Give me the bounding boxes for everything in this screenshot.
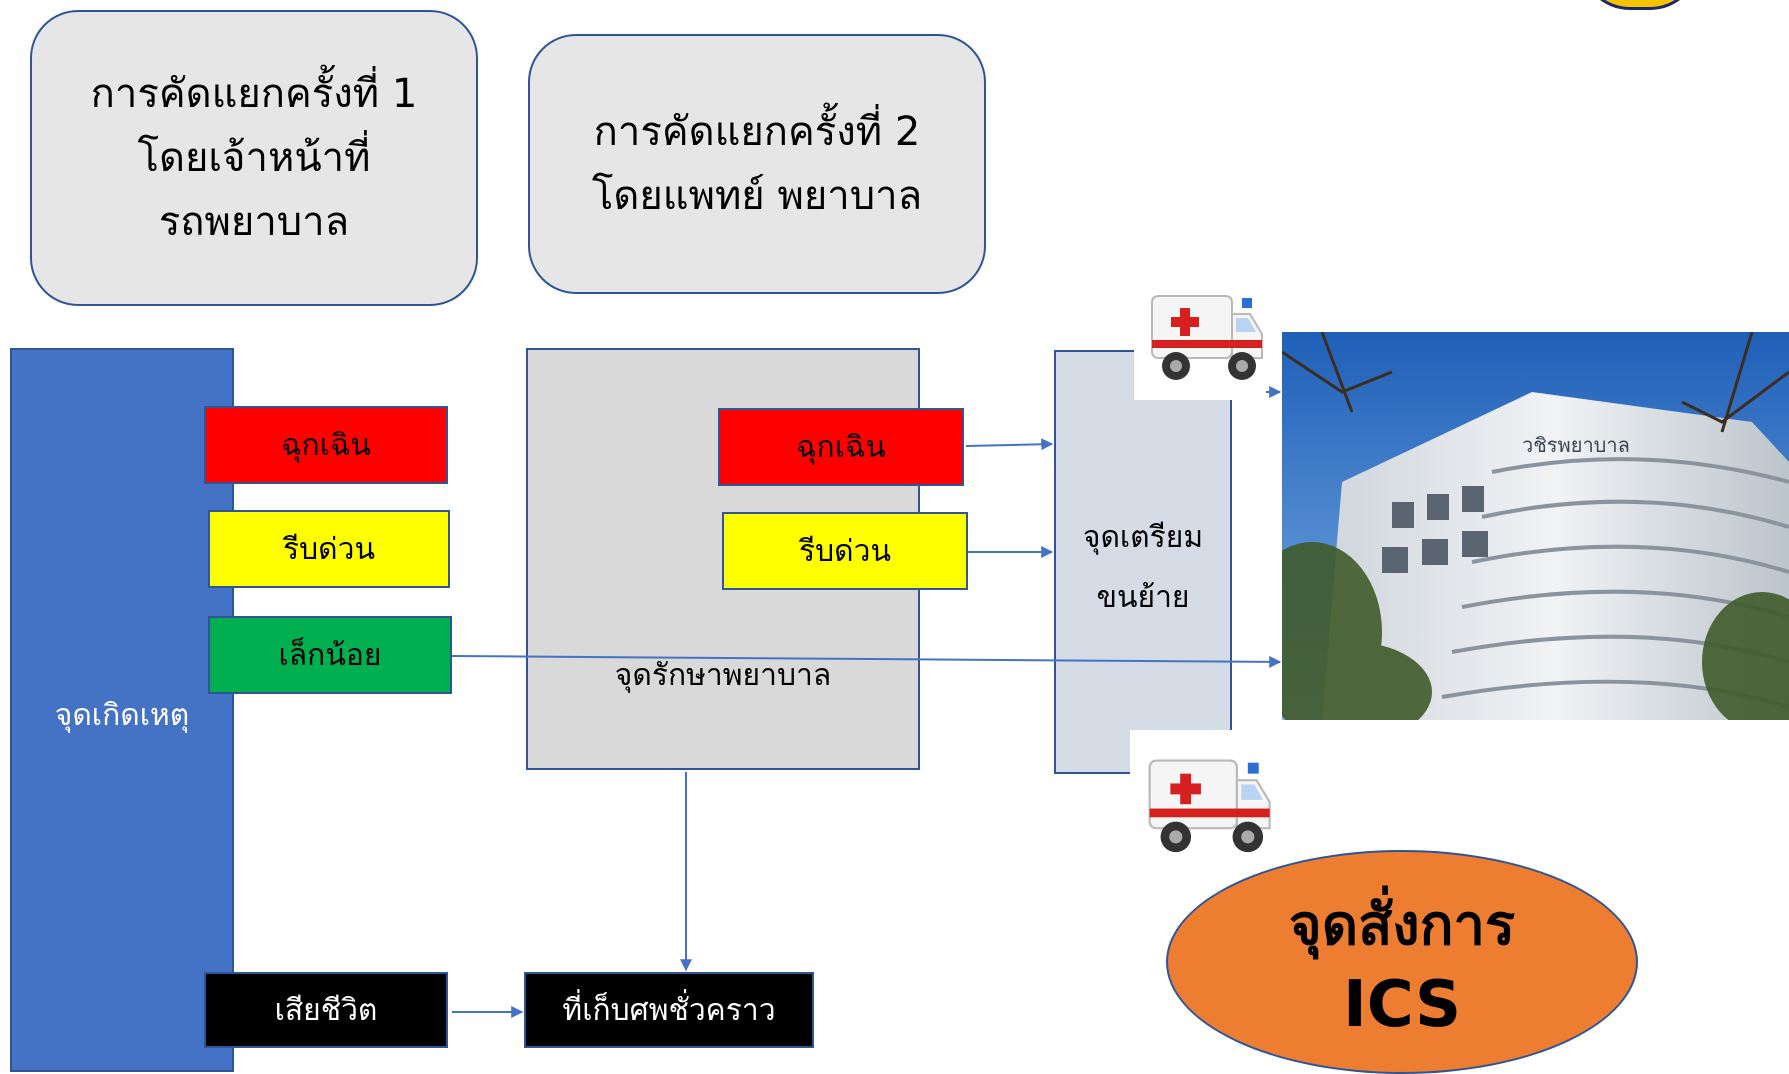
scene-tag-deceased: เสียชีวิต — [204, 972, 448, 1048]
scene-tag-minor: เล็กน้อย — [208, 616, 452, 694]
arrow-emergency-to-transport — [965, 438, 1054, 451]
second-triage-callout: การคัดแยกครั้งที่ 2 โดยแพทย์ พยาบาล — [528, 34, 986, 294]
treatment-tag-urgent: รีบด่วน — [722, 512, 968, 590]
hospital-building-image: วชิรพยาบาล — [1282, 332, 1789, 720]
transport-prep-label: จุดเตรียม ขนย้าย — [1082, 520, 1204, 615]
scene-tag-urgent: รีบด่วน — [208, 510, 450, 588]
ambulance-icon-top — [1134, 268, 1266, 400]
scene-tag-emergency: ฉุกเฉิน — [204, 406, 448, 484]
incident-scene-label: จุดเกิดเหตุ — [54, 698, 190, 733]
ambulance-icon — [1151, 295, 1263, 380]
incident-scene-bar — [10, 348, 234, 1072]
command-post-title: จุดสั่งการ — [1288, 893, 1516, 958]
temporary-morgue-box: ที่เก็บศพชั่วคราว — [524, 972, 814, 1048]
ambulance-icon-bottom — [1130, 730, 1274, 874]
svg-text:วชิรพยาบาล: วชิรพยาบาล — [1522, 433, 1630, 457]
first-triage-callout: การคัดแยกครั้งที่ 1 โดยเจ้าหน้าที่ รถพยา… — [30, 10, 478, 306]
treatment-area-label: จุดรักษาพยาบาล — [614, 658, 832, 693]
hospital-building-art: วชิรพยาบาล — [1282, 332, 1789, 720]
arrow-minor-to-hospital — [451, 655, 1282, 668]
ambulance-icon — [1148, 759, 1271, 853]
treatment-tag-emergency: ฉุกเฉิน — [718, 408, 964, 486]
command-post-ellipse — [1166, 850, 1638, 1074]
command-post-ics: ICS — [1342, 968, 1462, 1042]
